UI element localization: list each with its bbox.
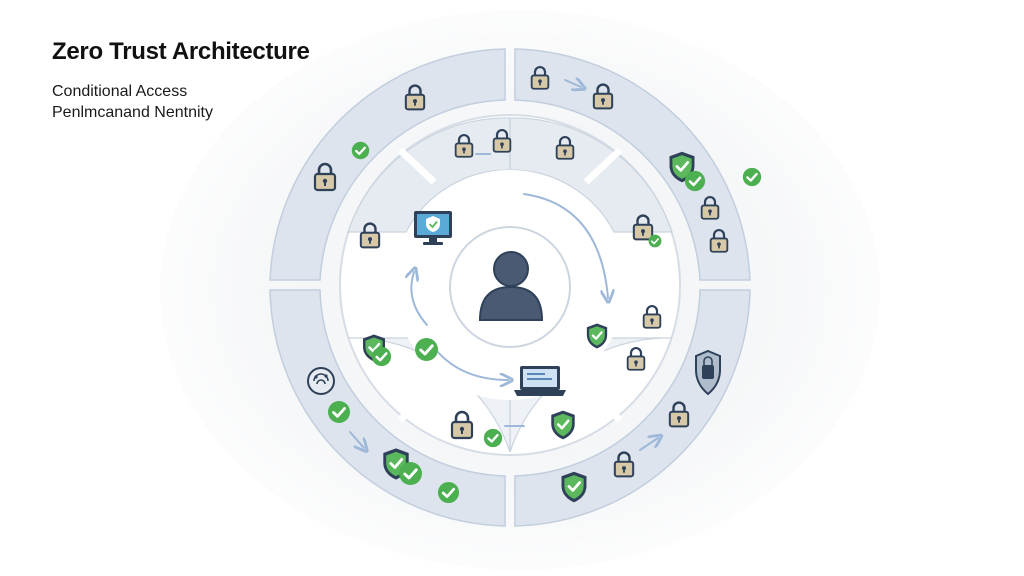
security-chip-icon [695, 349, 721, 396]
check-badge-icon [437, 481, 460, 504]
fingerprint-icon [307, 367, 335, 395]
subtitle-conditional-access: Conditional Access [52, 83, 188, 100]
check-badge-icon [483, 428, 503, 448]
subtitle-identity: Penlmcanand Nentnity [52, 104, 213, 121]
check-badge-icon [398, 461, 423, 486]
check-badge-icon [414, 337, 439, 362]
check-badge-icon [742, 167, 762, 187]
laptop-icon [514, 366, 566, 396]
check-badge-icon [684, 170, 706, 192]
check-badge-icon [351, 141, 370, 160]
outer-ring [269, 48, 751, 527]
page-title: Zero Trust Architecture [52, 38, 310, 65]
user-icon [478, 251, 544, 321]
monitor-shield-icon [414, 211, 452, 245]
check-badge-icon [371, 346, 392, 367]
check-badge-icon [648, 234, 662, 248]
check-badge-icon [327, 400, 351, 424]
flow-arrows [349, 80, 658, 450]
